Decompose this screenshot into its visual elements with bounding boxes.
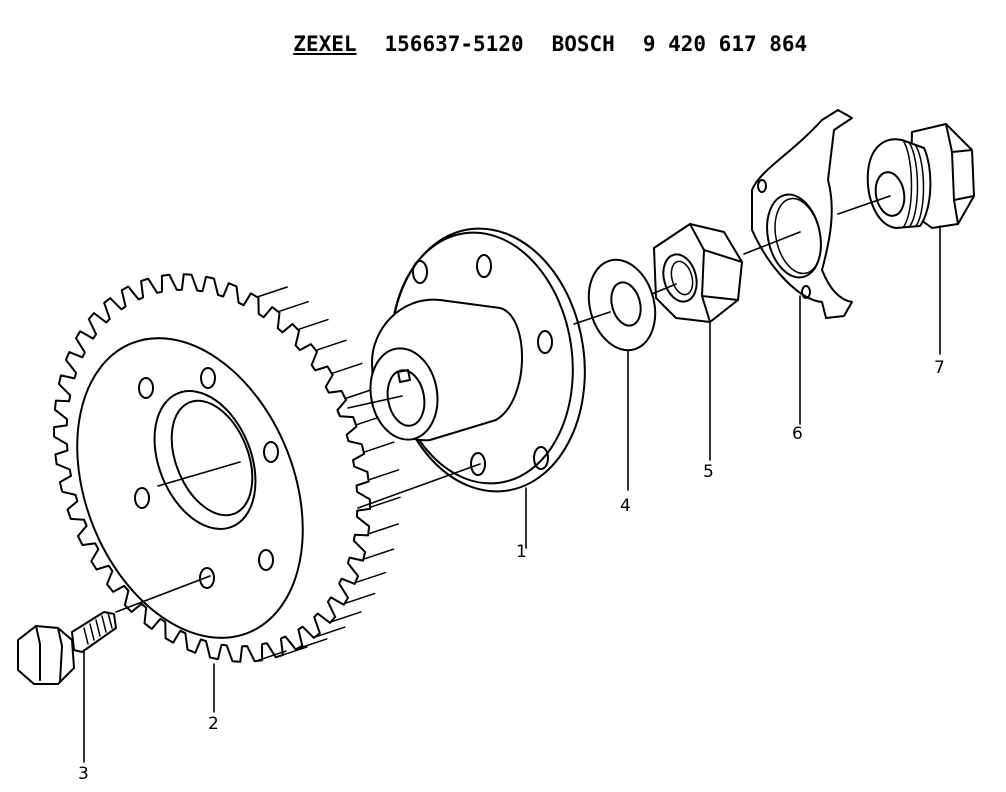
callout-2: 2 <box>208 714 219 734</box>
bolt-thread <box>83 612 113 645</box>
lock-plate-pin <box>801 285 811 299</box>
nut-thread-bore <box>662 253 698 303</box>
gear-bolt-hole <box>258 549 274 571</box>
hub-bolt-hole <box>470 452 486 476</box>
nut-face-edges <box>689 223 743 323</box>
gear-tooth-face-line <box>296 638 328 650</box>
nut-thread-inner <box>670 260 694 296</box>
nut-part-5 <box>653 223 743 323</box>
gear-tooth-face-line <box>277 300 309 313</box>
hub-flange-part-1 <box>369 227 586 493</box>
gear-tooth-face-line <box>363 441 395 453</box>
gear-bolt-holes <box>134 367 279 589</box>
gear-bolt-hole <box>138 377 154 399</box>
gear-tooth-face-line <box>343 592 376 605</box>
lock-plate-pin <box>757 179 767 193</box>
gear-tooth-face-line <box>315 339 347 352</box>
callout-6: 6 <box>792 424 803 444</box>
bolt-shank <box>71 611 117 653</box>
lock-plate-part-6 <box>751 109 853 319</box>
gear-part-2 <box>53 273 401 663</box>
callout-4: 4 <box>620 496 631 516</box>
gear-tooth-face-line <box>369 496 401 509</box>
axis-plate-to-plug <box>837 195 891 215</box>
gear-tooth-face-line <box>367 469 400 481</box>
gear-tooth-face-line <box>276 646 308 658</box>
brand-bosch: BOSCH <box>551 32 615 56</box>
assembly-axis-lines <box>115 195 891 613</box>
plug-thread-lines <box>903 141 925 227</box>
callout-leader-lines <box>83 225 941 763</box>
gear-teeth <box>53 273 371 663</box>
bolt-head-edge <box>35 625 63 683</box>
washer-inner <box>610 281 642 327</box>
washer-outer <box>587 258 657 352</box>
axis-washer-to-nut <box>651 283 677 295</box>
gear-tooth-face-line <box>314 626 346 638</box>
hub-bolt-holes <box>412 254 553 476</box>
axis-gear-to-hub <box>157 461 241 487</box>
washer-part-4 <box>587 258 657 352</box>
gear-bolt-hole <box>199 567 215 589</box>
diagram-title: ZEXEL 156637-5120 BOSCH 9 420 617 864 <box>268 8 835 56</box>
gear-tooth-face-line <box>331 362 363 375</box>
hub-bolt-hole <box>533 446 549 470</box>
axis-nut-to-plate <box>743 231 801 255</box>
hub-bolt-hole <box>476 254 492 278</box>
bolt-head <box>17 625 75 685</box>
gear-tooth-face-line <box>362 548 395 560</box>
zexel-part-number: 156637-5120 <box>384 32 524 56</box>
plug-part-7 <box>866 123 975 229</box>
callout-1: 1 <box>516 542 527 562</box>
gear-tooth-face-line <box>255 650 287 662</box>
plug-hex-edges <box>945 123 975 225</box>
callout-7: 7 <box>934 358 945 378</box>
gear-tooth-face-line <box>256 286 288 298</box>
gear-bolt-hole <box>263 441 279 463</box>
plug-thread-body <box>866 138 932 229</box>
gear-tooth-face-line <box>367 523 400 535</box>
plug-bore <box>874 171 906 217</box>
gear-tooth-face-line <box>354 571 387 584</box>
axis-gear-to-hub <box>347 395 403 409</box>
bolt-part-3 <box>17 611 117 685</box>
gear-bolt-hole <box>200 367 216 389</box>
callout-5: 5 <box>703 462 714 482</box>
gear-bore-inner <box>170 399 254 517</box>
gear-bolt-hole <box>134 487 150 509</box>
hub-bolt-hole <box>412 260 428 284</box>
axis-hub-to-washer <box>573 311 611 325</box>
hub-bolt-hole <box>537 330 553 354</box>
axis-gearhole-to-hubhole <box>357 463 481 509</box>
brand-zexel: ZEXEL <box>293 32 357 56</box>
callout-3: 3 <box>78 764 89 784</box>
gear-tooth-face-line <box>297 318 329 331</box>
lock-plate-body <box>751 109 853 319</box>
gear-tooth-face-line <box>330 611 362 623</box>
gear-web-rim <box>76 337 304 639</box>
axis-bolt-to-gear <box>115 575 211 613</box>
gear-bore-outer <box>153 390 257 530</box>
bosch-part-number: 9 420 617 864 <box>642 32 808 56</box>
hub-keyway <box>397 369 411 383</box>
